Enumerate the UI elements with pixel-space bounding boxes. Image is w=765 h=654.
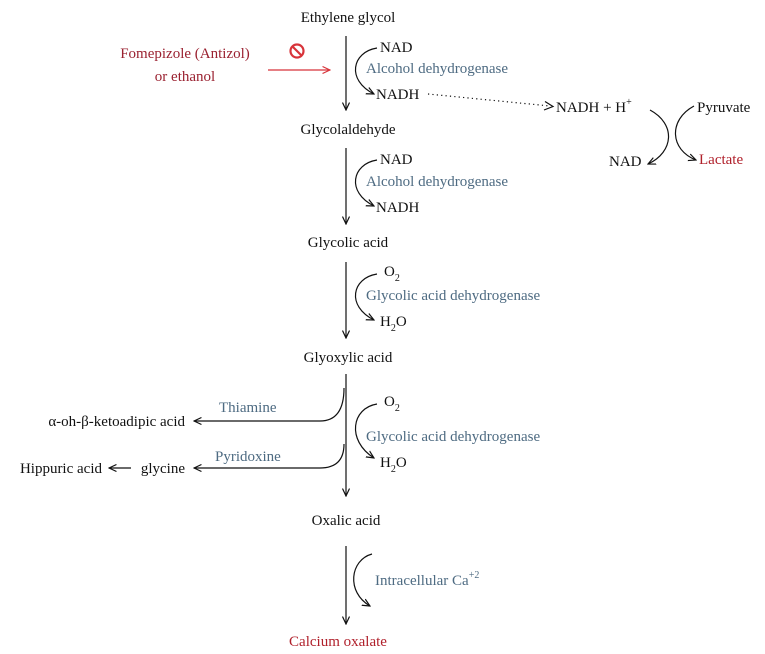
cofactor-nad-step2: NAD bbox=[380, 152, 413, 168]
compound-lactate: Lactate bbox=[699, 152, 743, 168]
enzyme-alcohol-dehydrogenase-2: Alcohol dehydrogenase bbox=[366, 174, 508, 190]
compound-glycine: glycine bbox=[141, 461, 185, 477]
branch-pyridoxine-curve bbox=[194, 443, 345, 468]
dotted-link-nadh bbox=[427, 93, 551, 107]
compound-ketoadipic-acid: α-oh-β-ketoadipic acid bbox=[48, 414, 185, 430]
cofactor-h2o-step4: H2O bbox=[380, 455, 407, 475]
branch-thiamine-curve bbox=[194, 387, 345, 421]
compound-pyruvate: Pyruvate bbox=[697, 100, 751, 116]
compound-glyoxylic-acid: Glyoxylic acid bbox=[304, 350, 393, 366]
compound-oxalic-acid: Oxalic acid bbox=[312, 513, 381, 529]
cofactor-o2-step3: O2 bbox=[384, 264, 400, 284]
cofactor-thiamine: Thiamine bbox=[219, 400, 277, 416]
prohibition-icon bbox=[289, 43, 305, 59]
compound-hippuric-acid: Hippuric acid bbox=[20, 461, 103, 477]
cofactor-curve-nadh-nad bbox=[648, 109, 670, 164]
enzyme-glycolic-acid-dehydrogenase-1: Glycolic acid dehydrogenase bbox=[366, 288, 540, 304]
cofactor-curve-step3 bbox=[355, 273, 378, 320]
cofactor-curve-step2 bbox=[355, 159, 378, 206]
compound-ethylene-glycol: Ethylene glycol bbox=[301, 10, 396, 26]
enzyme-intracellular-ca: Intracellular Ca+2 bbox=[375, 570, 479, 589]
cofactor-h2o-step3: H2O bbox=[380, 314, 407, 334]
compound-glycolaldehyde: Glycolaldehyde bbox=[301, 122, 396, 138]
cofactor-nad-step1: NAD bbox=[380, 40, 413, 56]
cofactor-nadh-h-plus: NADH + H+ bbox=[556, 97, 632, 116]
cofactor-nadh-step2: NADH bbox=[376, 200, 419, 216]
cofactor-curve-step5 bbox=[353, 553, 373, 606]
inhibitor-label-line2: or ethanol bbox=[155, 69, 215, 85]
cofactor-o2-step4: O2 bbox=[384, 394, 400, 414]
cofactor-curve-pyruvate-lactate bbox=[674, 105, 696, 160]
inhibitor-label-line1: Fomepizole (Antizol) bbox=[120, 46, 250, 62]
enzyme-alcohol-dehydrogenase-1: Alcohol dehydrogenase bbox=[366, 61, 508, 77]
cofactor-nad-right: NAD bbox=[609, 154, 642, 170]
cofactor-curve-step1 bbox=[355, 47, 378, 94]
enzyme-glycolic-acid-dehydrogenase-2: Glycolic acid dehydrogenase bbox=[366, 429, 540, 445]
cofactor-nadh-step1: NADH bbox=[376, 87, 419, 103]
cofactor-curve-step4 bbox=[355, 403, 378, 458]
cofactor-pyridoxine: Pyridoxine bbox=[215, 449, 281, 465]
compound-glycolic-acid: Glycolic acid bbox=[308, 235, 389, 251]
dotted-link-arrowhead bbox=[543, 100, 555, 111]
compound-calcium-oxalate: Calcium oxalate bbox=[289, 634, 387, 650]
